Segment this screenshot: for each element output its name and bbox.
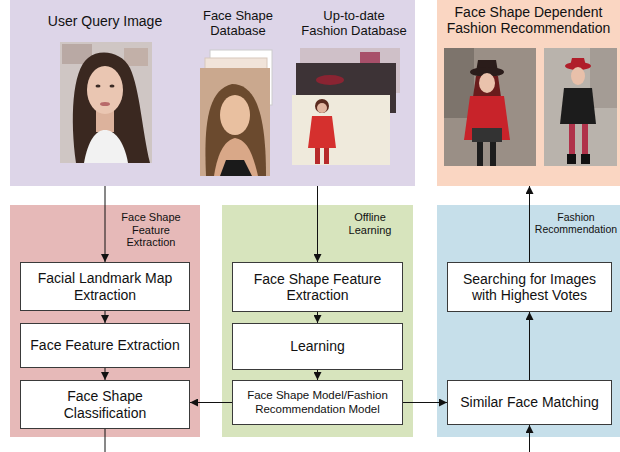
flow-arrow xyxy=(317,312,318,323)
photo-boot xyxy=(581,154,590,164)
photo-hat xyxy=(570,58,586,66)
photo-building xyxy=(590,48,617,108)
flow-arrow xyxy=(403,402,447,403)
photo-leg xyxy=(490,142,496,166)
process-label: Face Feature Extraction xyxy=(21,333,189,357)
result-photo xyxy=(544,48,617,166)
process-label: Searching for Images with Highest Votes xyxy=(448,267,611,307)
flow-arrow xyxy=(105,368,106,380)
photo-ground xyxy=(544,48,617,166)
fashion-database-photos xyxy=(292,48,400,165)
photo-leg xyxy=(582,124,588,156)
process-box: Face Shape Classification xyxy=(20,380,190,429)
text-slot: Face Shape Feature Extraction xyxy=(110,211,192,249)
flow-arrow xyxy=(529,186,530,262)
photo-ground xyxy=(60,42,152,163)
text-slot: Offline Learning xyxy=(337,211,403,236)
photo-hair xyxy=(73,53,150,163)
photo-ground xyxy=(444,48,536,166)
process-box: Facial Landmark Map Extraction xyxy=(20,262,190,311)
result-photo xyxy=(444,48,536,166)
process-box: Similar Face Matching xyxy=(447,380,612,425)
flow-arrow xyxy=(105,186,106,262)
photo-eye xyxy=(96,85,101,88)
photo-face xyxy=(220,95,250,135)
process-box: Face Shape Model/Fashion Recommendation … xyxy=(232,380,403,425)
flow-arrow xyxy=(529,312,530,380)
process-label: Similar Face Matching xyxy=(448,390,611,414)
flow-arrow xyxy=(105,425,530,452)
process-box: Learning xyxy=(232,323,403,370)
photo-leg xyxy=(324,148,329,164)
process-label: Face Shape Feature Extraction xyxy=(233,267,402,307)
photo-leg xyxy=(569,124,575,156)
photo-shirt xyxy=(84,130,128,163)
panel-heading: Face Shape Dependent Fashion Recommendat… xyxy=(441,4,616,36)
photo-dress xyxy=(220,160,252,176)
photo-dress xyxy=(308,116,336,148)
text-slot: Fashion Recommendation xyxy=(534,211,618,235)
panel-heading: Offline Learning xyxy=(337,211,403,236)
text-slot: Up-to-date Fashion Database xyxy=(300,9,408,39)
process-box: Searching for Images with Highest Votes xyxy=(447,262,612,312)
photo-leg xyxy=(477,142,483,166)
process-label: Learning xyxy=(233,334,402,358)
text-slot: User Query Image xyxy=(35,13,175,29)
photo-lips xyxy=(100,102,110,106)
process-label: Facial Landmark Map Extraction xyxy=(21,266,189,306)
text-slot: Face Shape Dependent Fashion Recommendat… xyxy=(441,4,616,36)
photo-ground xyxy=(292,95,390,165)
photo-jacket xyxy=(560,88,596,124)
panel-heading: Face Shape Database xyxy=(198,9,278,39)
photo-skirt xyxy=(472,128,502,142)
panel-heading: Fashion Recommendation xyxy=(534,211,618,235)
flow-arrow xyxy=(190,402,232,403)
query-photo xyxy=(60,42,152,163)
photo-shoulders xyxy=(214,138,258,176)
photo-boot xyxy=(567,154,576,164)
photo-face xyxy=(479,73,495,93)
flow-arrow xyxy=(105,311,106,323)
process-label: Face Shape Model/Fashion Recommendation … xyxy=(233,385,402,419)
photo-face xyxy=(571,67,585,85)
panel-heading: Up-to-date Fashion Database xyxy=(300,9,408,39)
process-box: Face Shape Feature Extraction xyxy=(232,262,403,312)
photo-eye xyxy=(110,85,115,88)
photo-face xyxy=(87,66,123,114)
text-slot: Face Shape Database xyxy=(198,9,278,39)
panel-heading: Face Shape Feature Extraction xyxy=(110,211,192,249)
face-database-photos xyxy=(200,50,272,176)
flow-arrow xyxy=(317,186,318,262)
photo-leg xyxy=(315,148,320,164)
photo-hair xyxy=(315,99,329,113)
photo-face xyxy=(317,103,327,113)
photo-backdrop xyxy=(124,48,148,66)
flow-arrow xyxy=(317,370,318,380)
stage-panel: Fashion RecommendationSearching for Imag… xyxy=(437,205,620,437)
photo-ground xyxy=(200,68,270,176)
panel-heading: User Query Image xyxy=(35,13,175,29)
process-box: Face Feature Extraction xyxy=(20,323,190,368)
photo-hair xyxy=(205,84,266,176)
process-label: Face Shape Classification xyxy=(21,384,189,424)
photo-hat xyxy=(316,75,344,85)
